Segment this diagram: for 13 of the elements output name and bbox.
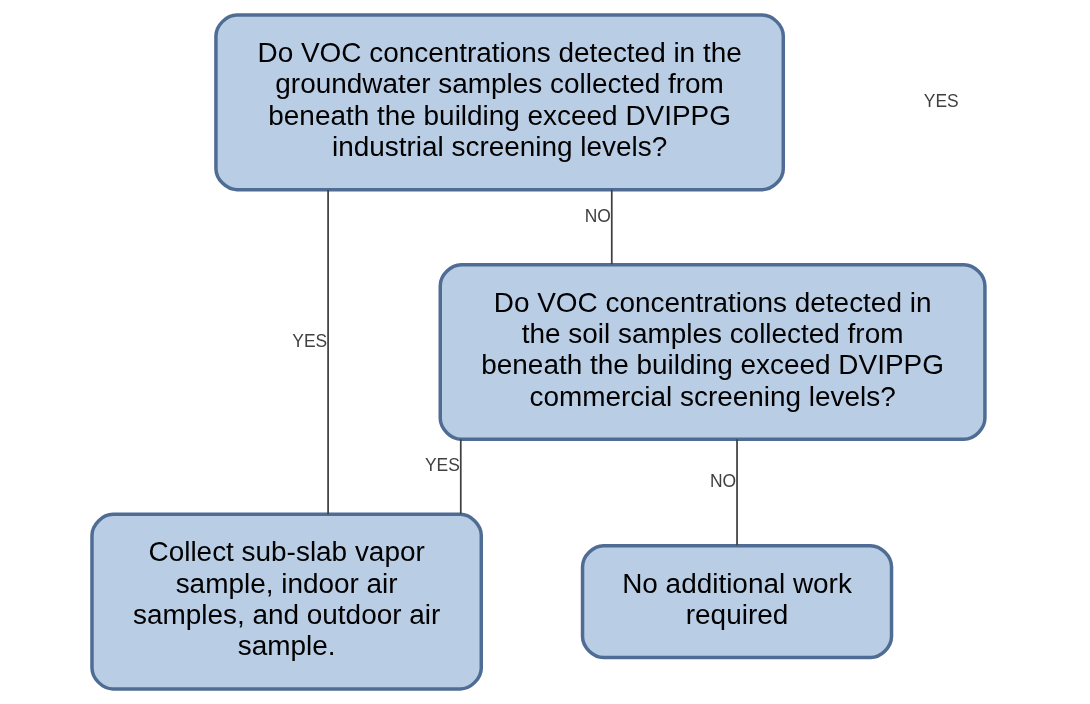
connector (736, 438, 738, 547)
edge-label: YES (292, 330, 328, 351)
node-box: Collect sub-slab vapor sample, indoor air samples, and outdoor air sample. (90, 512, 484, 691)
connector (327, 189, 329, 516)
connector (459, 438, 462, 515)
edge-label: NO (584, 205, 611, 226)
connector (610, 188, 613, 266)
node-box: No additional work required (580, 544, 894, 660)
label: YES (923, 90, 959, 111)
edge-label: NO (709, 471, 737, 492)
edge-label: YES (424, 455, 460, 476)
node-box: Do VOC concentrations detected in the groundwater samples collected from beneath the building exceed DVIPPG industrial screening levels? (214, 13, 786, 192)
node-box: Do VOC concentrations detected in the soil samples collected from beneath the building exceed DVIPPG commercial screening levels? (438, 262, 987, 442)
